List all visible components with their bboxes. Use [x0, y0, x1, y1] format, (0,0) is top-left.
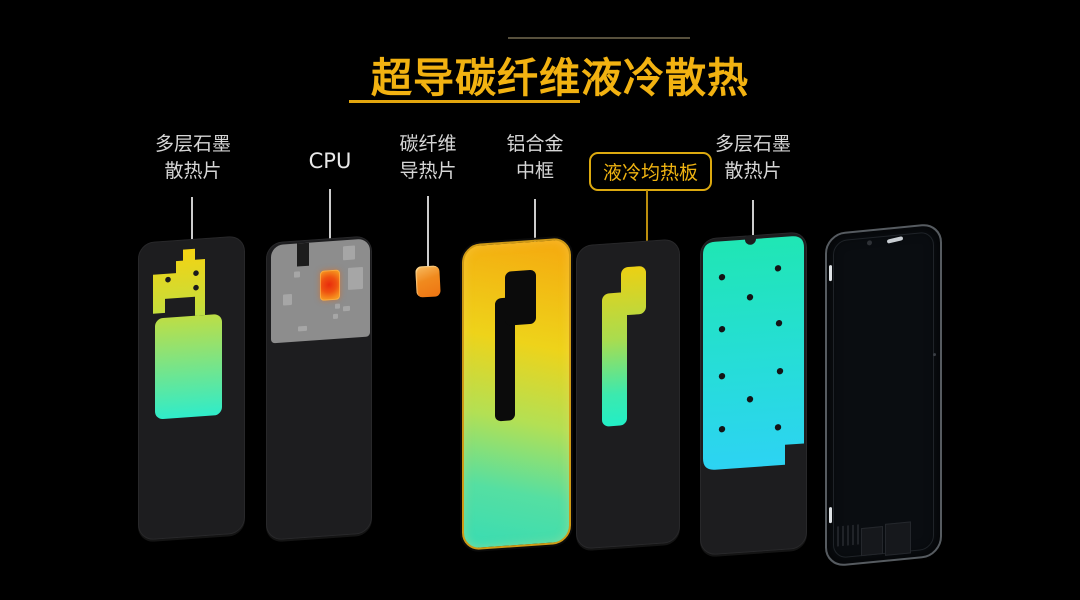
motherboard-pcb: [271, 238, 370, 344]
label-aluminum-frame-line2: 中框: [515, 160, 554, 182]
carbon-fiber-thermal-pad: [415, 265, 441, 298]
chassis-connector: [861, 526, 883, 557]
label-carbon-fiber-line1: 碳纤维: [399, 133, 457, 155]
chassis-edge-highlight: [829, 264, 832, 282]
board-component: [343, 245, 355, 261]
label-left-graphite-line2: 散热片: [164, 160, 222, 182]
layer-aluminum-alloy-middle-frame: [462, 237, 571, 551]
board-component: [294, 271, 300, 278]
board-component: [335, 303, 340, 309]
label-right-graphite-line1: 多层石墨: [714, 133, 791, 155]
layer-multi-layer-graphite-sheet-front: [700, 231, 807, 556]
graphite-front-shape: [703, 233, 804, 470]
layer-multi-layer-graphite-sheet-back: [138, 235, 245, 541]
leader-line-cpu: [329, 189, 331, 276]
layer-vapor-chamber: [576, 238, 680, 550]
label-carbon-fiber-line2: 导热片: [399, 160, 457, 182]
chassis-connector: [885, 521, 911, 556]
label-right-graphite-line2: 散热片: [724, 160, 782, 182]
layer-phone-chassis: [825, 222, 942, 568]
label-carbon-fiber: 碳纤维 导热片: [366, 131, 490, 185]
board-component: [298, 325, 307, 332]
vapor-chamber-shape: [602, 266, 646, 427]
leader-line-left-graphite: [191, 197, 193, 266]
page-title: 超导碳纤维液冷散热: [371, 54, 749, 102]
label-vapor-chamber-highlight-box: 液冷均热板: [589, 152, 713, 191]
leader-line-vapor-chamber: [646, 190, 648, 266]
layer-motherboard: [266, 235, 372, 541]
graphite-back-shape: [153, 248, 222, 420]
label-aluminum-frame: 铝合金 中框: [473, 131, 597, 185]
board-component: [348, 266, 363, 290]
chassis-side-button: [933, 352, 936, 357]
chassis-inner-frame: [833, 231, 934, 559]
board-notch: [297, 242, 309, 267]
chassis-edge-highlight: [829, 506, 832, 524]
label-aluminum-frame-line1: 铝合金: [506, 133, 564, 155]
leader-line-aluminum-frame: [534, 199, 536, 269]
title-underline: [349, 100, 580, 103]
title-top-divider: [508, 37, 690, 39]
board-component: [283, 293, 292, 306]
label-right-graphite: 多层石墨 散热片: [691, 131, 815, 185]
label-cpu: CPU: [308, 149, 352, 173]
label-left-graphite-line1: 多层石墨: [154, 133, 231, 155]
label-left-graphite: 多层石墨 散热片: [131, 131, 255, 185]
cpu-chip: [320, 269, 340, 301]
frame-cutout-shape: [495, 270, 536, 422]
board-component: [333, 313, 338, 320]
leader-line-carbon-fiber: [427, 196, 429, 266]
chassis-speaker-grill: [837, 524, 859, 547]
board-component: [343, 305, 350, 312]
